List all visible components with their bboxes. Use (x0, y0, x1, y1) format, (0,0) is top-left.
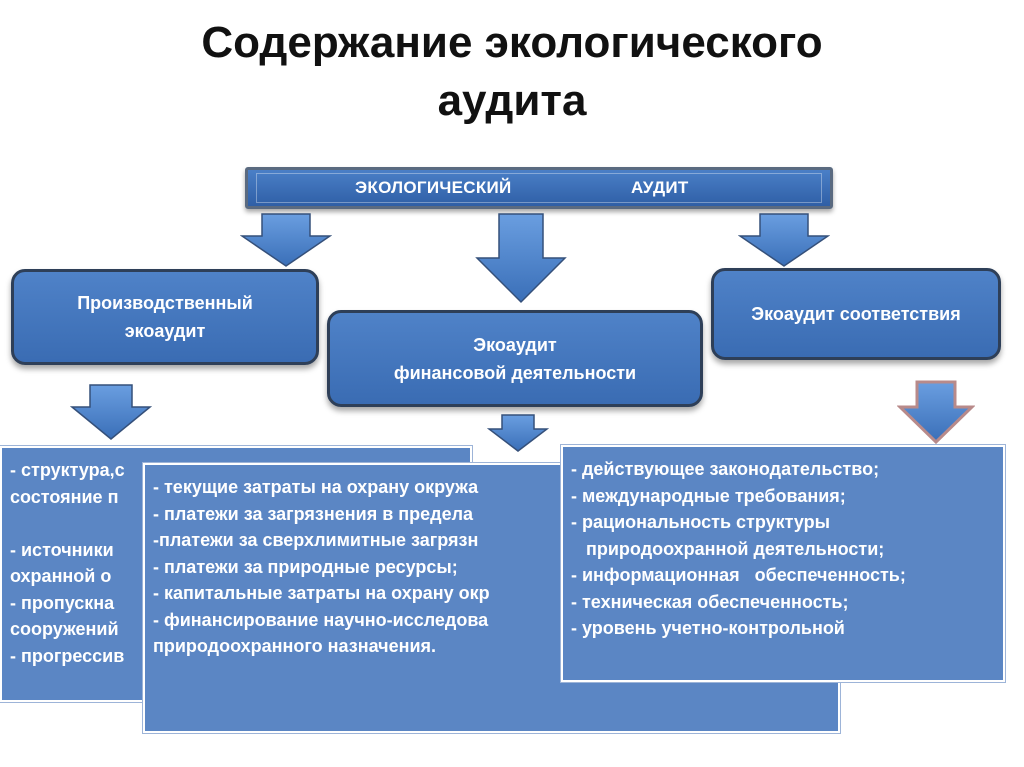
list-item: - уровень учетно-контрольной (571, 618, 845, 638)
list-item: - платежи за природные ресурсы; (153, 556, 458, 577)
node-finance-audit: Экоаудит финансовой деятельности (327, 310, 703, 407)
node-production-audit: Производственный экоаудит (11, 269, 319, 365)
node-compliance-line-1: Экоаудит соответствия (751, 304, 961, 324)
node-finance-line-1: Экоаудит (473, 334, 557, 355)
list-item: - текущие затраты на охрану окружа (153, 477, 479, 497)
list-item: - капитальные затраты на охрану окр (153, 583, 490, 603)
list-item: -платежи за сверхлимитные загрязн (153, 530, 479, 550)
list-item: - международные требования; (571, 485, 846, 506)
header-label-left: ЭКОЛОГИЧЕСКИЙ (355, 178, 512, 197)
node-production-line-2: экоаудит (124, 321, 206, 341)
list-item: - структура,с (10, 460, 125, 480)
node-production-line-1: Производственный (77, 293, 253, 313)
header-label-right: АУДИТ (631, 178, 689, 197)
list-item: охранной о (10, 566, 112, 586)
arrow-down-icon (487, 414, 549, 452)
node-compliance-audit: Экоаудит соответствия (711, 268, 1001, 360)
list-item: - информационная обеспеченность; (571, 565, 906, 585)
arrow-down-icon (240, 213, 332, 267)
list-item: - источники (10, 539, 114, 560)
list-item: - техническая обеспеченность; (571, 591, 849, 612)
arrow-down-icon (475, 213, 567, 304)
list-item: сооружений (10, 619, 119, 639)
list-item: - действующее законодательство; (571, 459, 880, 479)
arrow-down-icon (897, 380, 975, 445)
list-item: - рациональность структуры (571, 512, 831, 532)
list-item: состояние п (10, 486, 119, 507)
list-panel-compliance: - действующее законодательство; - междун… (561, 445, 1005, 682)
list-item: природоохранного назначения. (153, 636, 437, 656)
title-line-1: Содержание экологического (201, 18, 823, 67)
list-item: природоохранной деятельности; (571, 538, 885, 559)
arrow-down-icon (738, 213, 830, 267)
list-item: - финансирование научно-исследова (153, 609, 489, 630)
node-finance-line-2: финансовой деятельности (393, 362, 637, 383)
list-item: - пропускна (10, 592, 115, 613)
list-item: - прогрессив (10, 645, 125, 666)
page-title: Содержание экологического аудита (0, 14, 1024, 130)
eco-audit-header-box: ЭКОЛОГИЧЕСКИЙ АУДИТ (245, 167, 833, 209)
arrow-down-icon (70, 384, 152, 440)
title-line-2: аудита (437, 76, 587, 125)
list-item: - платежи за загрязнения в предела (153, 503, 474, 524)
